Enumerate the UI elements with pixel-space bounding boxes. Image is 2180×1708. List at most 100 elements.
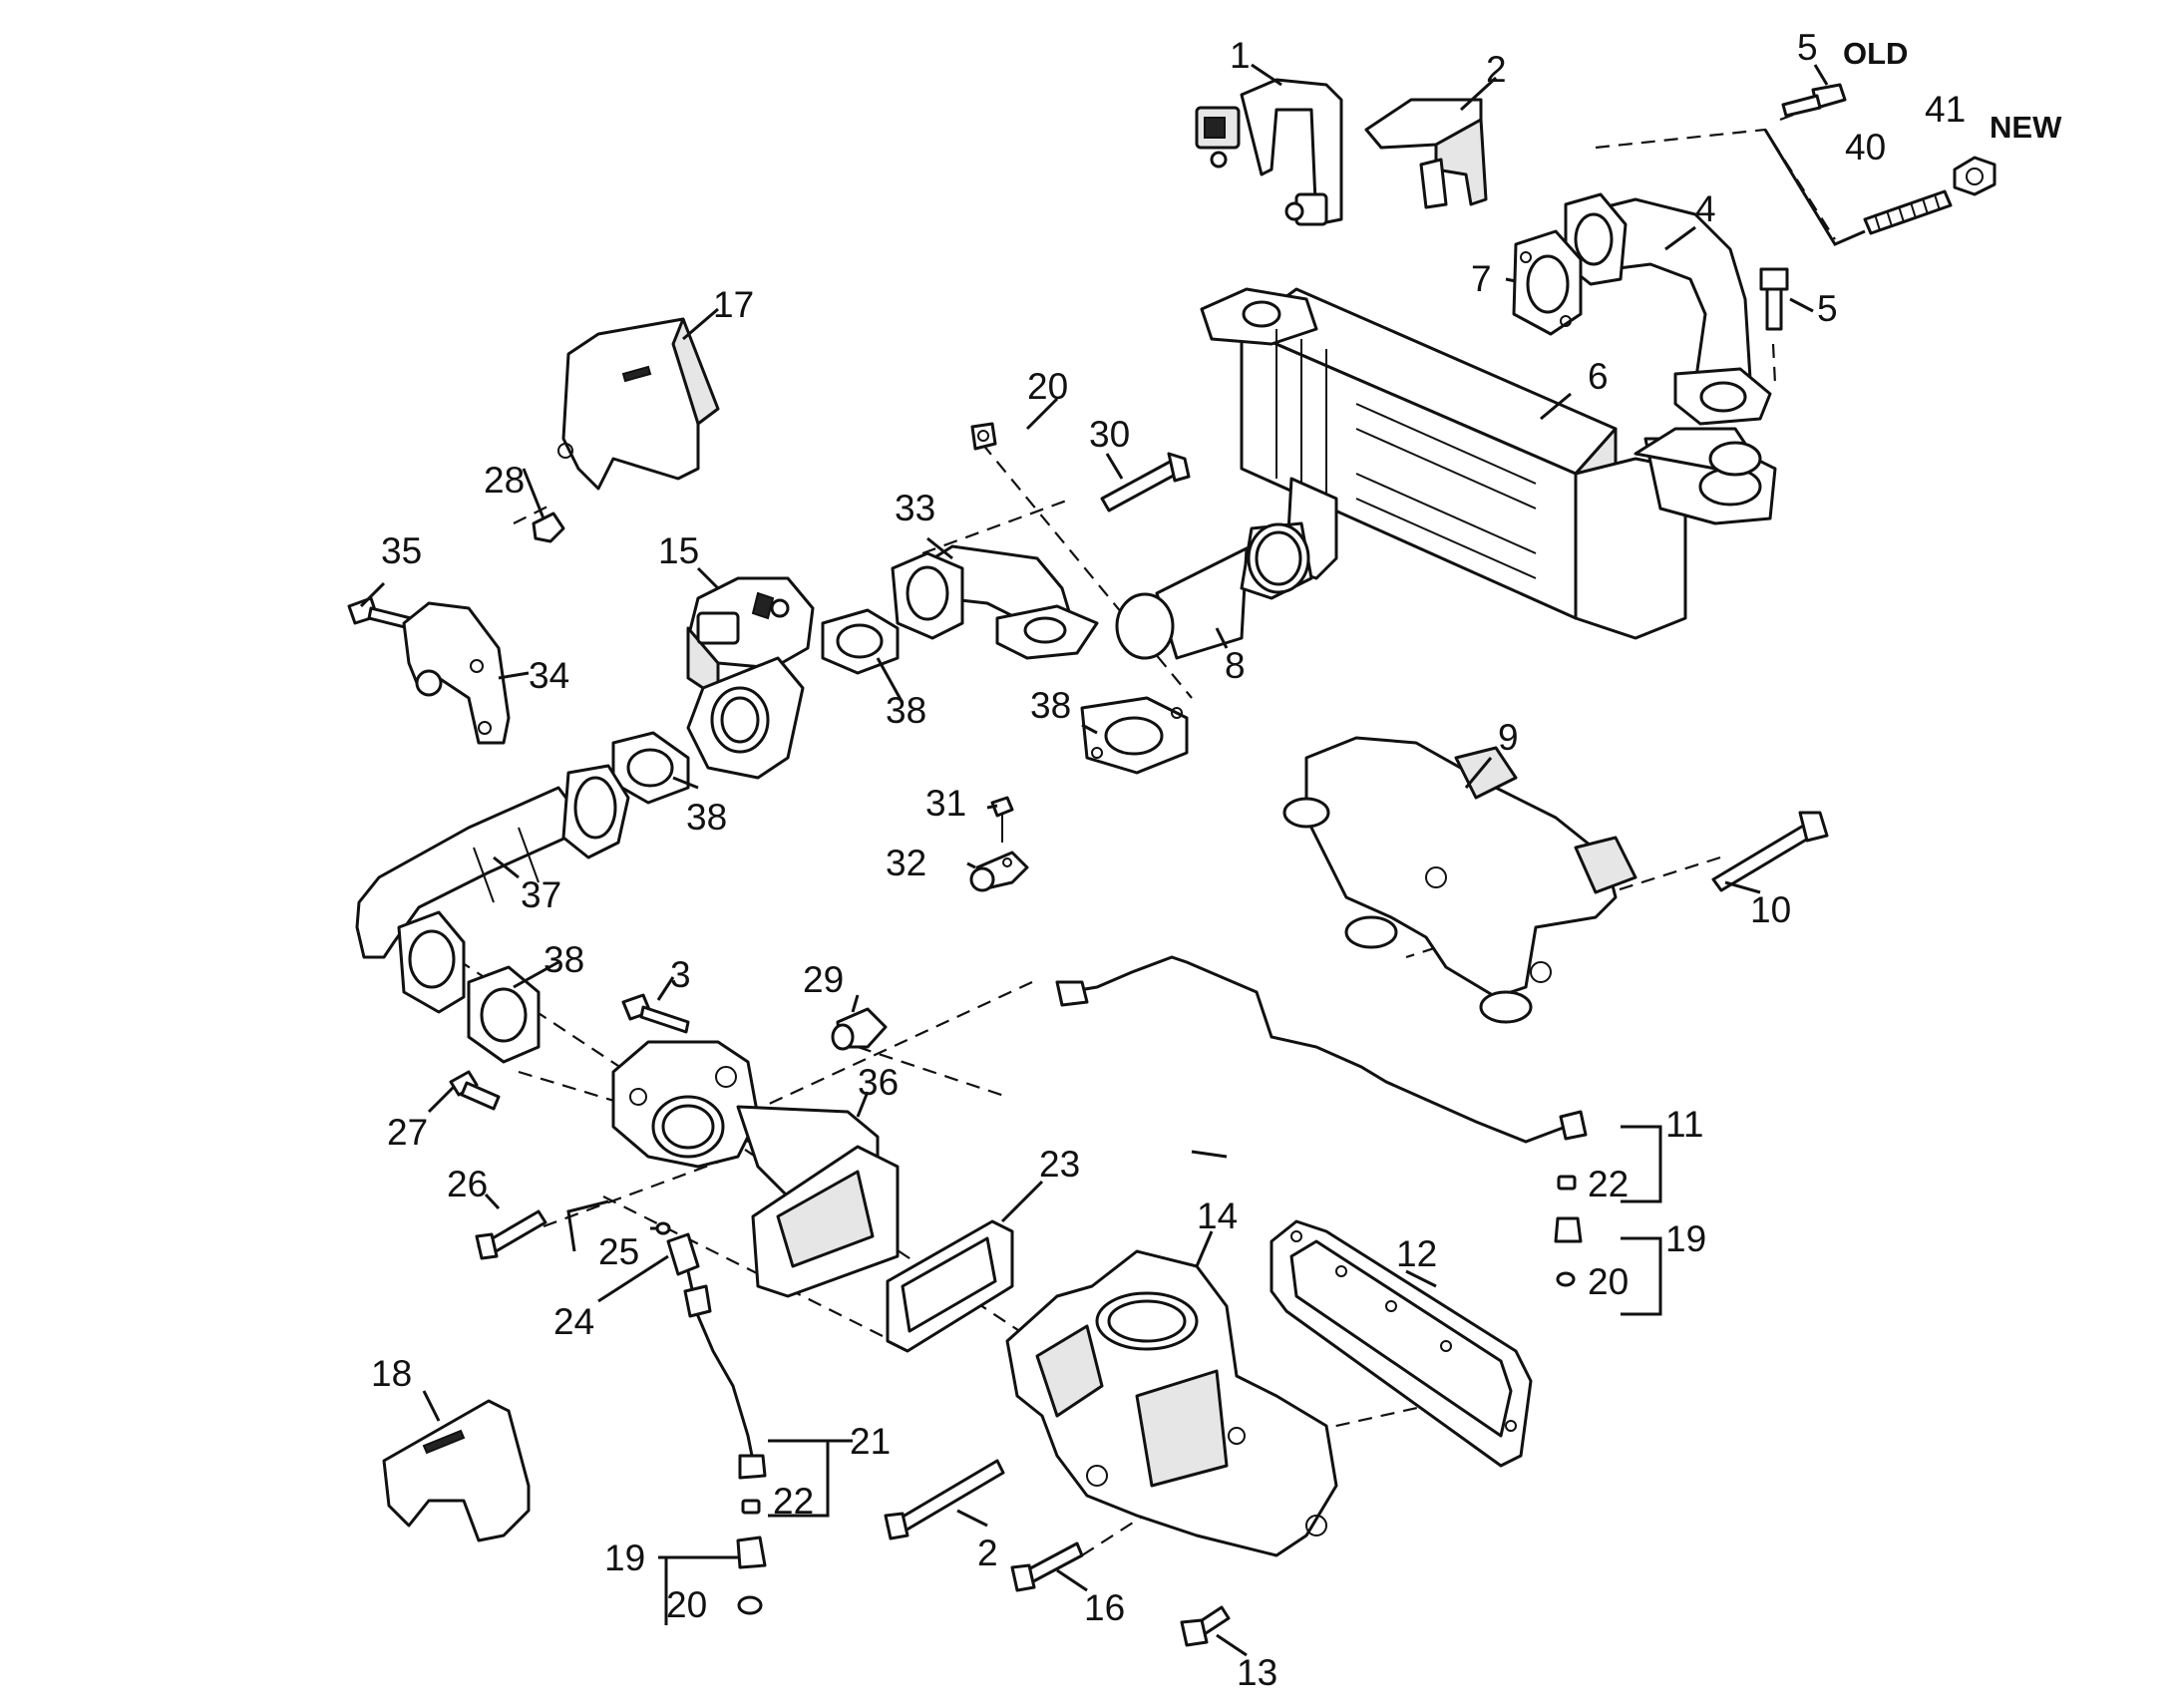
callout-40: 40 bbox=[1845, 127, 1886, 168]
part-7-gasket bbox=[1512, 229, 1583, 336]
callout-38-mid: 38 bbox=[1030, 685, 1071, 726]
part-8-sleeves bbox=[1115, 521, 1313, 660]
part-38-gasket-a bbox=[821, 608, 900, 675]
part-5-bolt bbox=[1759, 267, 1789, 331]
callout-4: 4 bbox=[1695, 188, 1716, 229]
callout-18: 18 bbox=[371, 1353, 412, 1394]
leader-lines bbox=[359, 63, 1829, 1657]
part-28-nut bbox=[532, 512, 565, 543]
callout-5-right: 5 bbox=[1817, 288, 1838, 329]
callout-27: 27 bbox=[387, 1112, 428, 1153]
callout-19-left: 19 bbox=[604, 1537, 645, 1578]
callout-35: 35 bbox=[381, 530, 422, 571]
callout-26: 26 bbox=[447, 1164, 488, 1204]
part-11-pipe bbox=[1055, 955, 1588, 1144]
callout-14: 14 bbox=[1197, 1196, 1238, 1236]
callout-29: 29 bbox=[803, 959, 844, 1000]
part-30-bolt bbox=[1100, 452, 1191, 512]
callout-28: 28 bbox=[484, 460, 525, 501]
part-37-pipe bbox=[355, 764, 630, 1014]
callout-11: 11 bbox=[1665, 1104, 1703, 1145]
part-38-gasket-d bbox=[467, 965, 541, 1064]
tag-new: NEW bbox=[1990, 110, 2062, 145]
part-36-adapter-body bbox=[611, 1040, 900, 1298]
callout-5-top: 5 bbox=[1797, 27, 1818, 68]
part-41-nut-new bbox=[1953, 156, 1997, 196]
part-14-intake-body bbox=[1005, 1249, 1338, 1557]
part-3-bolt bbox=[621, 993, 690, 1034]
part-32-clamp bbox=[969, 851, 1029, 892]
callout-16: 16 bbox=[1084, 1587, 1125, 1628]
part-6-egr-cooler bbox=[1200, 287, 1777, 640]
callout-13: 13 bbox=[1237, 1652, 1277, 1693]
callout-21: 21 bbox=[850, 1421, 891, 1462]
part-24-tube bbox=[666, 1232, 755, 1462]
callout-36: 36 bbox=[858, 1062, 899, 1103]
callout-20-right: 20 bbox=[1588, 1261, 1629, 1302]
part-35-bolt bbox=[347, 596, 421, 632]
tag-old: OLD bbox=[1843, 36, 1908, 71]
part-10-long-bolt bbox=[1711, 811, 1829, 892]
callout-2-bottom: 2 bbox=[977, 1533, 998, 1573]
callout-17: 17 bbox=[713, 284, 754, 325]
callout-7: 7 bbox=[1471, 258, 1492, 299]
callout-41: 41 bbox=[1925, 89, 1966, 130]
callout-labels: 1 2 2 3 4 5 5 6 7 8 9 10 11 12 13 14 15 … bbox=[371, 27, 2062, 1693]
part-31-bolt bbox=[990, 796, 1014, 843]
callout-33: 33 bbox=[895, 488, 935, 528]
part-19-fitting-right bbox=[1554, 1216, 1583, 1243]
part-17-heat-shield bbox=[557, 317, 720, 491]
callout-8: 8 bbox=[1225, 645, 1246, 686]
part-20-washer-left bbox=[737, 1595, 763, 1615]
callout-12: 12 bbox=[1396, 1233, 1437, 1274]
callout-3: 3 bbox=[670, 954, 691, 995]
callout-38-left: 38 bbox=[686, 797, 727, 838]
callout-22-right: 22 bbox=[1588, 1164, 1629, 1204]
part-27-stud bbox=[449, 1070, 501, 1111]
part-22-washer-left bbox=[741, 1499, 761, 1515]
part-26-bolt bbox=[475, 1209, 547, 1260]
callout-19-right: 19 bbox=[1665, 1218, 1706, 1259]
part-23-gasket bbox=[886, 1219, 1014, 1353]
part-15-egr-valve bbox=[686, 576, 815, 780]
part-38-gasket-c bbox=[611, 731, 690, 805]
part-1-sensor-bracket bbox=[1195, 78, 1343, 226]
callout-22-left: 22 bbox=[773, 1481, 814, 1522]
part-21-fitting-left bbox=[738, 1454, 767, 1480]
callout-20-top: 20 bbox=[1027, 366, 1068, 407]
callout-30: 30 bbox=[1089, 414, 1130, 455]
part-40-stud bbox=[1863, 189, 1953, 235]
part-20-bolt bbox=[970, 422, 997, 451]
callout-6: 6 bbox=[1588, 356, 1609, 397]
callout-23: 23 bbox=[1039, 1144, 1080, 1185]
part-12-gasket bbox=[1270, 1219, 1533, 1468]
part-13-bolt bbox=[1180, 1605, 1231, 1647]
part-19-fitting-left bbox=[736, 1536, 767, 1569]
callout-15: 15 bbox=[658, 530, 699, 571]
callout-34: 34 bbox=[529, 655, 569, 696]
part-22-washer-right bbox=[1557, 1175, 1577, 1191]
callout-31: 31 bbox=[925, 783, 966, 824]
callout-10: 10 bbox=[1750, 889, 1791, 930]
callout-2-top: 2 bbox=[1486, 49, 1507, 90]
part-38-gasket-b bbox=[1080, 696, 1189, 775]
part-29-spacer bbox=[831, 1007, 888, 1051]
part-9-bracket-assembly bbox=[1282, 736, 1637, 1024]
callout-9: 9 bbox=[1498, 717, 1519, 758]
callout-25: 25 bbox=[598, 1231, 639, 1272]
part-18-heat-shield bbox=[382, 1399, 531, 1542]
part-16-bolt bbox=[1010, 1541, 1084, 1592]
part-5-bolt-old bbox=[1781, 83, 1847, 118]
part-20-washer-right bbox=[1556, 1271, 1576, 1287]
part-2-bracket bbox=[1364, 98, 1488, 209]
part-34-bracket bbox=[402, 601, 511, 745]
callout-24: 24 bbox=[553, 1301, 594, 1342]
callout-32: 32 bbox=[886, 843, 926, 883]
part-2-bolt bbox=[884, 1459, 1005, 1540]
callout-37: 37 bbox=[521, 874, 561, 915]
part-33-elbow-pipe bbox=[891, 544, 1099, 660]
callout-1: 1 bbox=[1230, 35, 1251, 76]
callout-20-left: 20 bbox=[666, 1584, 707, 1625]
part-25-seal bbox=[655, 1221, 671, 1235]
